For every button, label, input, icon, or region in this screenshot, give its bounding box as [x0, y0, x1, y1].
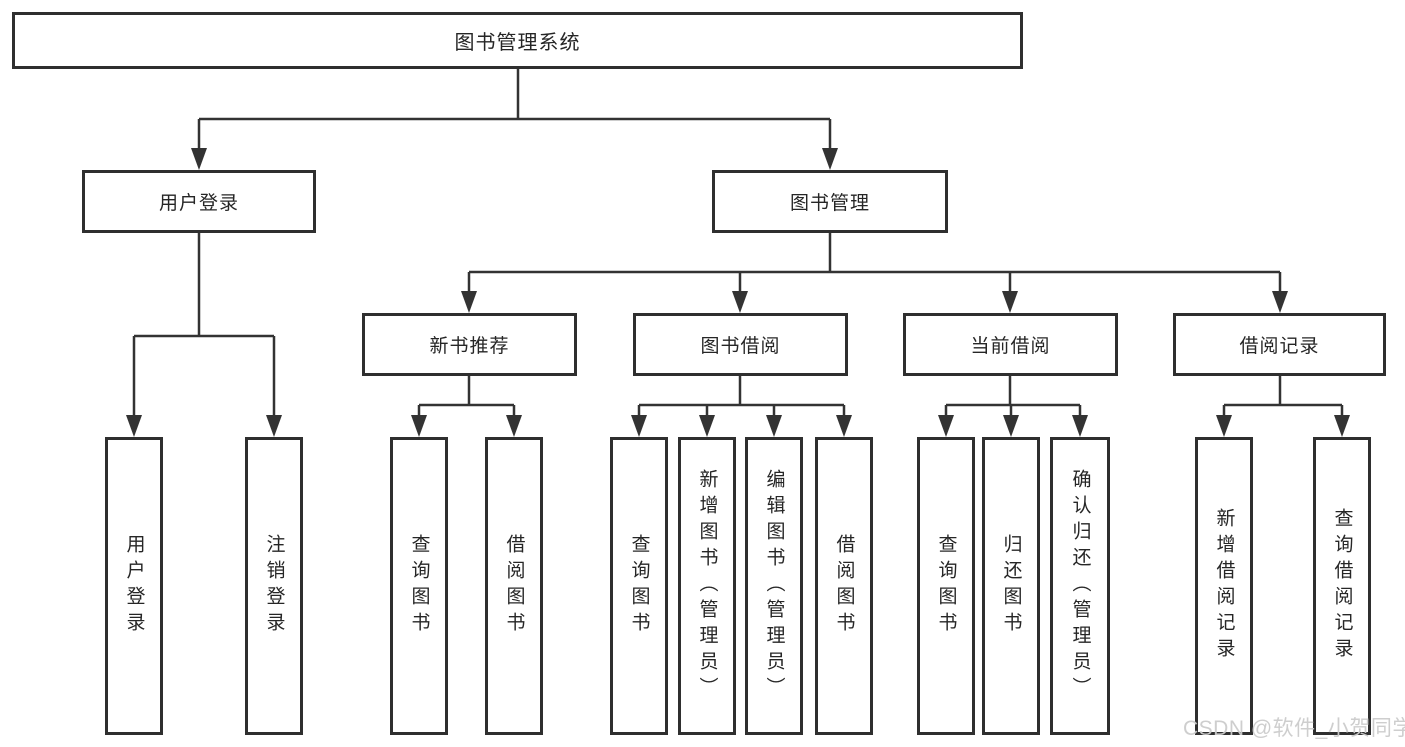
node-leaf-bb-borrow-books: 借阅图书 [815, 437, 873, 735]
node-label: 归还图书 [1000, 534, 1022, 638]
node-leaf-cb-return-books: 归还图书 [982, 437, 1040, 735]
connector-borrow-records-children [1216, 375, 1350, 437]
node-leaf-br-query-record: 查询借阅记录 [1313, 437, 1371, 735]
node-current-borrow: 当前借阅 [903, 313, 1118, 376]
connector-current-borrow-children [938, 375, 1088, 437]
connector-new-book-recommend-children [411, 375, 522, 437]
node-label: 新增图书（管理员） [696, 469, 718, 703]
node-library-management-system: 图书管理系统 [12, 12, 1023, 69]
connector-root-to-level2 [191, 68, 838, 170]
node-label: 注销登录 [263, 534, 285, 638]
node-label: 编辑图书（管理员） [763, 469, 785, 703]
node-book-management: 图书管理 [712, 170, 948, 233]
node-label: 新书推荐 [429, 336, 510, 357]
node-leaf-nbr-query-books: 查询图书 [390, 437, 448, 735]
node-label: 查询图书 [408, 534, 430, 638]
node-label: 新增借阅记录 [1213, 508, 1235, 664]
watermark: CSDN @软件_小贺同学 [1183, 717, 1405, 740]
node-leaf-br-add-record: 新增借阅记录 [1195, 437, 1253, 735]
node-label: 借阅图书 [833, 534, 855, 638]
node-label: 图书管理系统 [454, 32, 581, 54]
node-leaf-user-login: 用户登录 [105, 437, 163, 735]
node-user-login: 用户登录 [82, 170, 316, 233]
node-leaf-bb-edit-books-admin: 编辑图书（管理员） [745, 437, 803, 735]
node-leaf-cb-query-books: 查询图书 [917, 437, 975, 735]
node-label: 用户登录 [123, 534, 145, 638]
connector-user-login-children [126, 232, 282, 437]
node-label: 借阅记录 [1239, 336, 1320, 357]
node-borrow-records: 借阅记录 [1173, 313, 1386, 376]
connector-book-borrow-children [631, 375, 852, 437]
node-new-book-recommend: 新书推荐 [362, 313, 577, 376]
node-leaf-bb-add-books-admin: 新增图书（管理员） [678, 437, 736, 735]
connector-book-management-children [461, 232, 1288, 313]
node-label: 查询图书 [628, 534, 650, 638]
node-book-borrow: 图书借阅 [633, 313, 848, 376]
node-label: 确认归还（管理员） [1069, 469, 1091, 703]
node-leaf-cb-confirm-return-admin: 确认归还（管理员） [1050, 437, 1110, 735]
node-label: 图书管理 [789, 193, 870, 214]
node-label: 当前借阅 [970, 336, 1051, 357]
node-label: 用户登录 [158, 193, 239, 214]
node-leaf-logout: 注销登录 [245, 437, 303, 735]
node-label: 图书借阅 [700, 336, 781, 357]
node-label: 查询图书 [935, 534, 957, 638]
node-label: 借阅图书 [503, 534, 525, 638]
node-label: 查询借阅记录 [1331, 508, 1353, 664]
node-leaf-nbr-borrow-books: 借阅图书 [485, 437, 543, 735]
node-leaf-bb-query-books: 查询图书 [610, 437, 668, 735]
